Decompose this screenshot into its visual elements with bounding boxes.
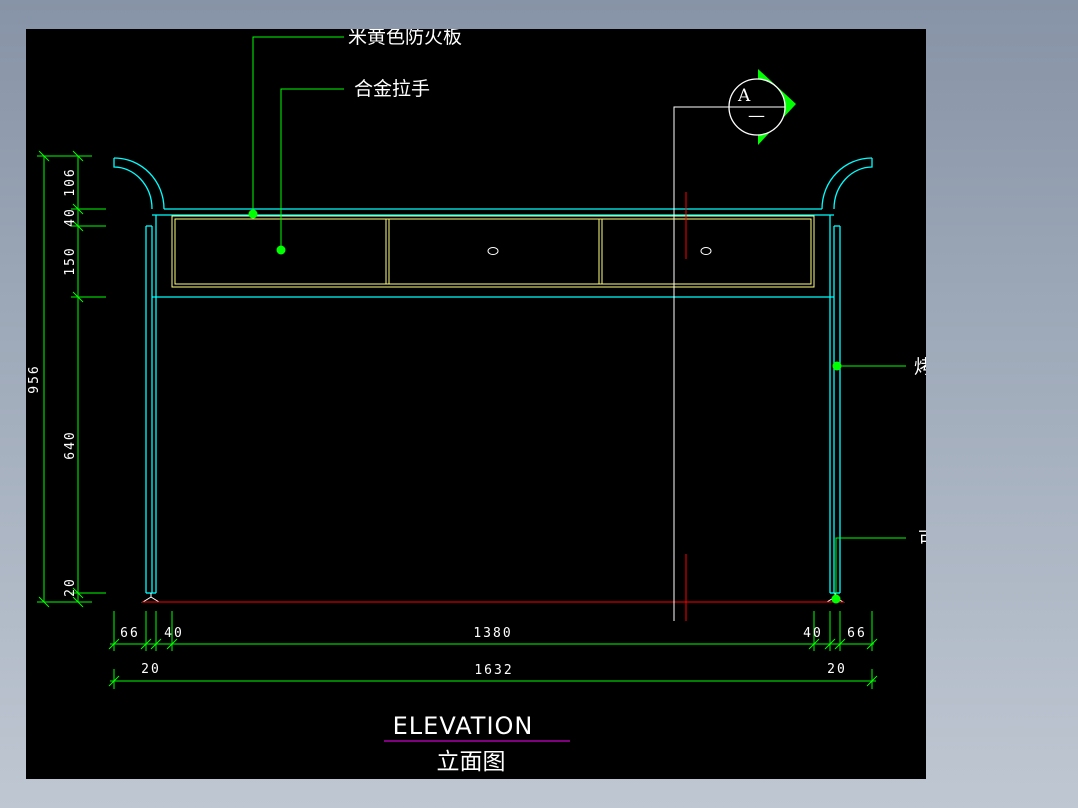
adjustable-feet (141, 593, 845, 603)
title-chinese: 立面图 (437, 749, 506, 775)
leaders (252, 36, 906, 600)
dim-right-offset: 20 (827, 662, 847, 677)
dim-foot-height: 20 (63, 577, 78, 597)
dim-scroll-height: 106 (63, 167, 78, 196)
drawer-front (171, 215, 815, 288)
dim-left-offset: 20 (141, 662, 161, 677)
dim-left-scroll: 66 (120, 626, 140, 641)
dim-drawer-height: 150 (63, 246, 78, 275)
drawer-handles (487, 247, 712, 255)
title-english: ELEVATION (393, 712, 534, 740)
dim-inner-width: 1380 (473, 626, 512, 641)
dim-right-scroll: 66 (847, 626, 867, 641)
section-letter: A (737, 86, 751, 106)
section-cut-line (673, 106, 731, 621)
dim-leg-clear-height: 640 (63, 430, 78, 459)
dim-left-leg: 40 (164, 626, 184, 641)
dim-total-width: 1632 (474, 663, 513, 678)
label-adjustable-foot: 可调地脚 (918, 528, 926, 550)
elevation-drawing: A — 米黄色防火板 合金拉手 烤漆金属方管 可调地脚 (27, 29, 926, 775)
cad-canvas: A — 米黄色防火板 合金拉手 烤漆金属方管 可调地脚 (26, 29, 926, 779)
label-fireproof-panel: 米黄色防火板 (348, 29, 462, 48)
label-metal-tube: 烤漆金属方管 (914, 356, 926, 378)
section-marker: A — (728, 69, 796, 145)
dim-top-thickness: 40 (63, 207, 78, 227)
floor-line (142, 192, 844, 621)
label-alloy-handle: 合金拉手 (354, 78, 430, 100)
dimension-lines (37, 150, 878, 689)
dim-total-height: 956 (27, 364, 42, 393)
leader-dots (248, 209, 842, 604)
section-sheet: — (748, 106, 765, 126)
dim-right-leg: 40 (803, 626, 823, 641)
console-table-outline (113, 157, 873, 594)
